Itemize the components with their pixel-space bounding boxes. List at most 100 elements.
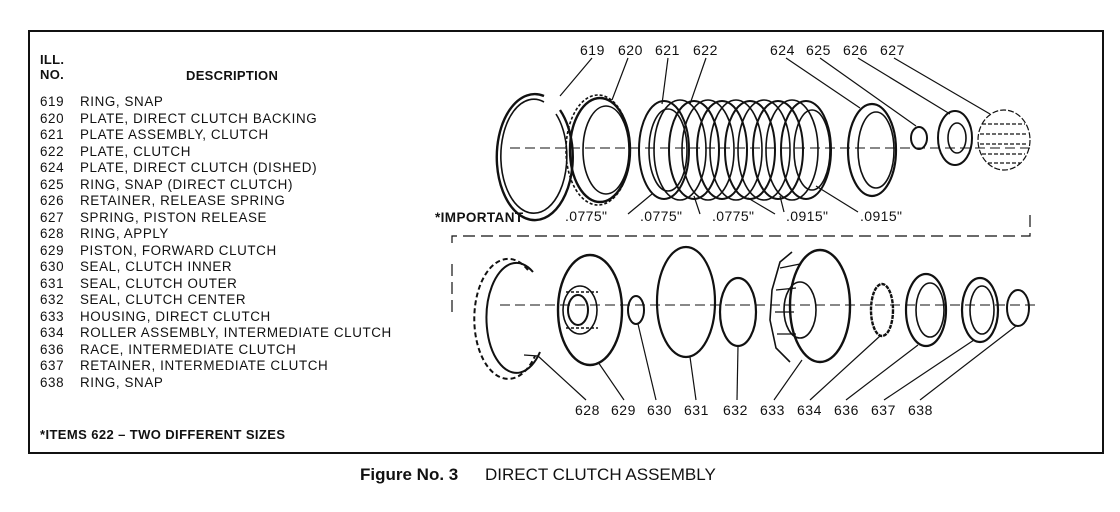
legend-item-number: 621 [40,127,65,142]
legend-item-description: RING, SNAP (DIRECT CLUTCH) [80,176,294,192]
legend-item-number: 632 [40,292,65,307]
legend-item: 634 ROLLER ASSEMBLY, INTERMEDIATE CLUTCH [40,325,392,342]
roller-assembly-634 [869,282,895,338]
dashed-bracket [451,212,1031,312]
callout-632: 632 [723,402,748,418]
figure-caption: Figure No. 3 DIRECT CLUTCH ASSEMBLY [360,465,716,485]
race-636 [904,272,948,348]
legend-item-number: 631 [40,275,65,291]
description-header: DESCRIPTION [186,68,279,83]
legend-item: 622 PLATE, CLUTCH [40,144,392,161]
callout-622: 622 [693,42,718,58]
legend-item-description: PLATE, DIRECT CLUTCH (DISHED) [80,160,318,175]
legend-item-number: 622 [40,143,65,159]
legend-item-description: PLATE, CLUTCH [80,143,191,159]
callout-638: 638 [908,402,933,418]
legend-item-number: 620 [40,110,65,126]
piston-release-springs-627 [977,109,1031,171]
legend-item-description: PLATE ASSEMBLY, CLUTCH [80,127,269,142]
callout-626: 626 [843,42,868,58]
callout-633: 633 [760,402,785,418]
legend-item-number: 624 [40,160,65,175]
backing-plate-620 [565,94,632,206]
legend-item: 633 HOUSING, DIRECT CLUTCH [40,309,392,326]
legend-item-number: 638 [40,374,65,390]
snap-ring-625 [910,126,928,150]
callout-624: 624 [770,42,795,58]
direct-clutch-housing-633 [769,248,852,364]
intermediate-retainer-637 [960,276,1000,344]
callout-628: 628 [575,402,600,418]
callout-630: 630 [647,402,672,418]
thickness-label: .0775" [565,208,608,224]
ill-header: ILL. NO. [40,52,65,82]
legend-item-number: 619 [40,94,65,109]
legend-item-description: PLATE, DIRECT CLUTCH BACKING [80,110,318,126]
legend-item: 638 RING, SNAP [40,375,392,392]
snap-ring-619 [495,92,574,222]
spring-retainer-626 [937,110,973,166]
outer-seal-631 [655,245,717,359]
legend-item: 636 RACE, INTERMEDIATE CLUTCH [40,342,392,359]
legend-item: 627 SPRING, PISTON RELEASE [40,210,392,227]
legend-item-number: 633 [40,308,65,324]
legend-item-description: HOUSING, DIRECT CLUTCH [80,308,271,324]
figure-title: DIRECT CLUTCH ASSEMBLY [484,465,716,484]
legend-item: 626 RETAINER, RELEASE SPRING [40,193,392,210]
legend-item-description: RETAINER, RELEASE SPRING [80,193,286,208]
thickness-label: .0915" [786,208,829,224]
legend-item-description: PISTON, FORWARD CLUTCH [80,242,277,258]
callout-637: 637 [871,402,896,418]
piston-629 [556,253,624,367]
legend-item-number: 634 [40,325,65,340]
legend-item-description: SEAL, CLUTCH CENTER [80,292,247,307]
legend-item: 628 RING, APPLY [40,226,392,243]
legend-item-number: 637 [40,358,65,373]
inner-seal-630 [627,295,645,325]
legend-item-number: 627 [40,209,65,225]
legend-item-description: ROLLER ASSEMBLY, INTERMEDIATE CLUTCH [80,325,392,340]
callout-636: 636 [834,402,859,418]
legend-item: 629 PISTON, FORWARD CLUTCH [40,243,392,260]
legend-item-number: 636 [40,341,65,357]
footnote: *ITEMS 622 – TWO DIFFERENT SIZES [40,427,286,442]
legend-item: 624 PLATE, DIRECT CLUTCH (DISHED) [40,160,392,177]
callout-627: 627 [880,42,905,58]
important-label: *IMPORTANT [435,210,524,225]
thickness-label: .0775" [640,208,683,224]
legend-item-number: 626 [40,193,65,208]
callout-625: 625 [806,42,831,58]
figure-number: Figure No. 3 [360,465,459,484]
clutch-pack-621-622 [638,99,832,201]
center-seal-632 [718,276,758,348]
center-axis [500,147,1035,306]
thickness-label: .0915" [860,208,903,224]
callout-634: 634 [797,402,822,418]
thickness-label: .0775" [712,208,755,224]
dished-plate-624 [846,102,898,198]
legend-item-number: 625 [40,176,65,192]
legend-item-description: SPRING, PISTON RELEASE [80,209,268,225]
legend-item: 631 SEAL, CLUTCH OUTER [40,276,392,293]
legend-item-number: 628 [40,226,65,241]
legend-item-description: RING, APPLY [80,226,169,241]
legend-item-description: RACE, INTERMEDIATE CLUTCH [80,341,297,357]
thickness-leader-lines [627,185,859,215]
legend-item-description: SEAL, CLUTCH OUTER [80,275,238,291]
top-leader-lines [559,57,991,127]
bottom-leader-lines [523,323,1017,401]
legend-item-description: RING, SNAP [80,374,164,390]
callout-621: 621 [655,42,680,58]
callout-620: 620 [618,42,643,58]
legend-item: 625 RING, SNAP (DIRECT CLUTCH) [40,177,392,194]
snap-ring-638 [1006,289,1030,327]
apply-ring-628 [473,257,541,380]
legend-item-number: 630 [40,259,65,274]
legend-item: 620 PLATE, DIRECT CLUTCH BACKING [40,111,392,128]
legend-item: 632 SEAL, CLUTCH CENTER [40,292,392,309]
legend-item-number: 629 [40,242,65,258]
